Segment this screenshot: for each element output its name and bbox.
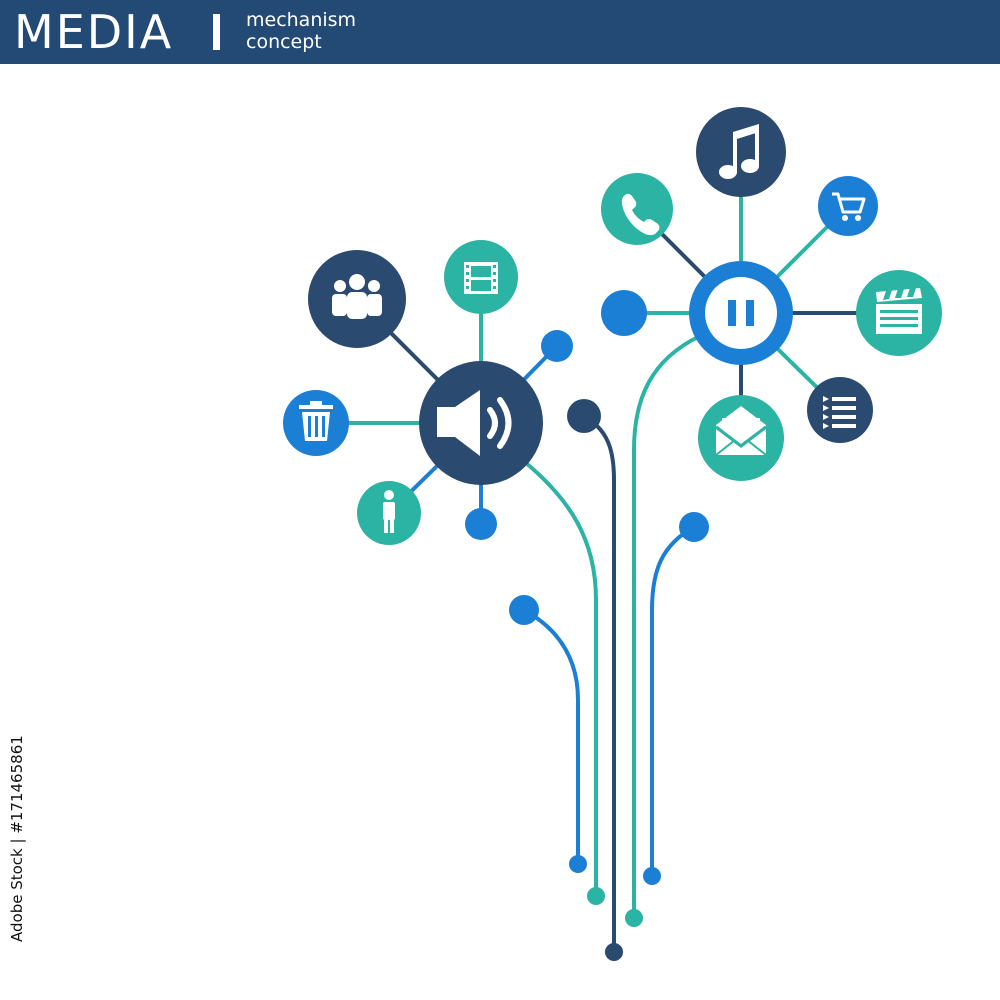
stem-end-dot: [569, 855, 587, 873]
node-group: [308, 250, 406, 348]
music-note-icon: [719, 124, 759, 179]
header-bar: MEDIA mechanism concept: [0, 0, 1000, 64]
small-dot-navy: [567, 399, 601, 433]
stem-end-dots: [569, 855, 661, 961]
stem-teal-pause: [632, 334, 702, 920]
speaker-icon: [437, 390, 512, 456]
node-clapper: [856, 270, 942, 356]
stem-teal-speaker: [524, 461, 598, 898]
trash-icon: [299, 401, 333, 441]
stem-blue-right: [650, 525, 696, 878]
stem-end-dot: [643, 867, 661, 885]
people-group-icon: [332, 274, 382, 319]
clapperboard-icon: [876, 288, 922, 334]
small-dot-blue: [541, 330, 573, 362]
subtitle-line-2: concept: [246, 31, 322, 53]
phone-icon: [621, 193, 660, 236]
small-dot-blue: [509, 595, 539, 625]
node-speaker-hub: [419, 361, 543, 485]
node-film: [444, 240, 518, 314]
small-dot-blue: [465, 508, 497, 540]
node-cart: [818, 176, 878, 236]
shopping-cart-icon: [832, 192, 866, 221]
node-mail: [698, 395, 784, 481]
stem-end-dot: [587, 887, 605, 905]
node-music: [696, 107, 786, 197]
person-icon: [383, 490, 395, 533]
page-title: MEDIA: [14, 5, 174, 59]
small-dots: [465, 290, 709, 625]
title-divider: [213, 14, 220, 50]
stem-end-dot: [625, 909, 643, 927]
connector-lines: [314, 150, 901, 954]
node-person: [357, 481, 421, 545]
pause-icon: [728, 300, 754, 326]
stem-end-dot: [605, 943, 623, 961]
node-phone: [601, 173, 673, 245]
stem-navy-center: [582, 414, 616, 954]
node-trash: [283, 390, 349, 456]
node-pause-hub: [689, 261, 793, 365]
node-list: [807, 377, 873, 443]
stem-blue-left: [522, 608, 580, 866]
small-dot-blue-large: [601, 290, 647, 336]
list-icon: [823, 396, 856, 429]
small-dot-blue: [679, 512, 709, 542]
subtitle-line-1: mechanism: [246, 9, 357, 31]
film-strip-icon: [464, 262, 498, 294]
envelope-icon: [715, 406, 767, 456]
